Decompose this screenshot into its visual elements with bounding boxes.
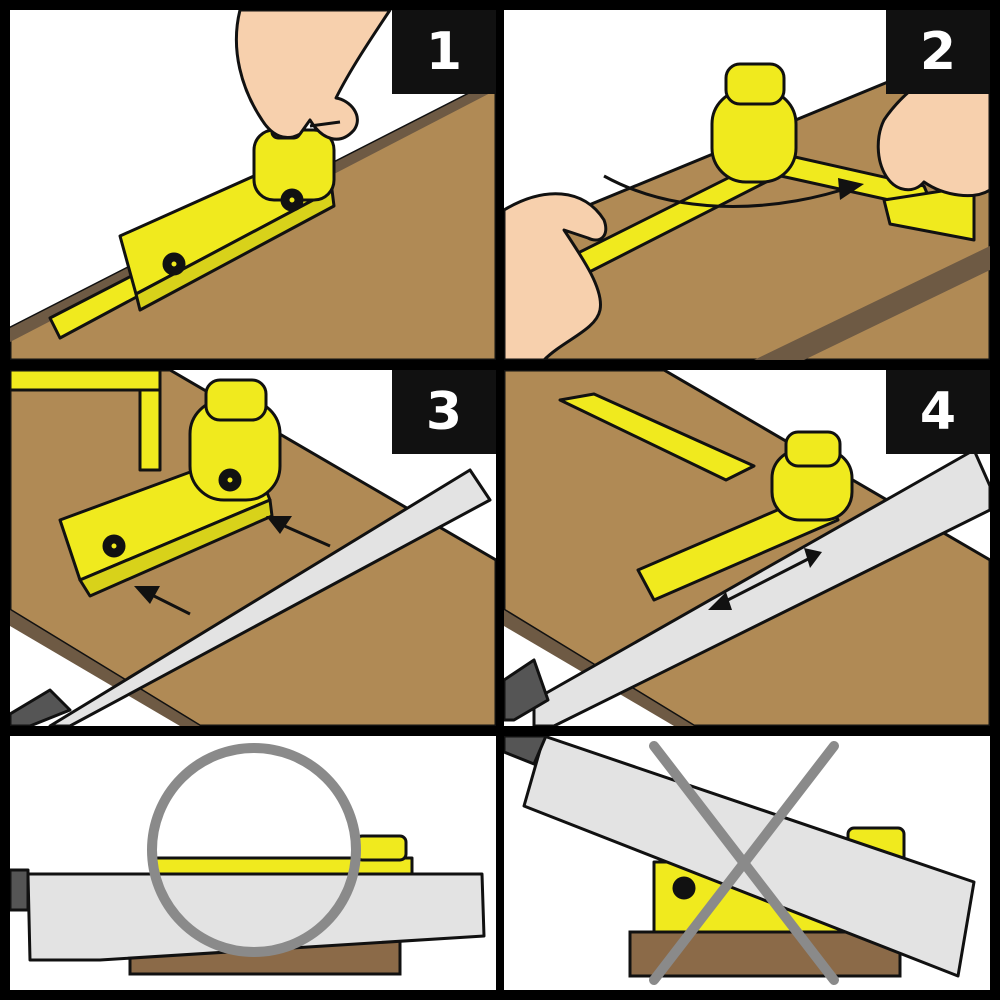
correct-position-illustration [10,743,486,976]
step-panel-4: 4 [504,370,990,726]
correct-position-panel [10,736,496,990]
guide-tool [538,62,976,294]
stroke-direction-line [715,554,815,608]
arrow-head-icon [804,548,822,568]
step-number-badge: 3 [392,370,496,454]
step-panel-2: 2 [504,10,990,360]
arrow-head-icon [134,586,160,604]
guide-tool [10,370,282,598]
wrong-position-panel [504,736,990,990]
arrow-head-icon [266,516,292,534]
step-number-badge: 1 [392,10,496,94]
step-1-illustration [10,10,496,360]
wrong-position-cross-icon [649,741,839,985]
guide-tool [152,834,414,876]
wrong-position-illustration [504,736,976,985]
saw-blade [10,468,492,726]
step-panel-3: 3 [10,370,496,726]
arrow-head-icon [708,592,732,610]
step-number-badge: 4 [886,370,990,454]
step-3-illustration [10,370,496,726]
wood-board-edge [10,610,200,726]
wood-board [10,370,496,726]
saw-blade [10,868,486,962]
step-4-illustration [504,370,990,726]
push-arrows [149,522,331,616]
step-panel-1: 1 [10,10,496,360]
wood-board-edge [754,246,990,360]
step-number-badge: 2 [886,10,990,94]
arrow-head-icon [838,178,864,200]
correct-position-circle-icon [147,743,361,957]
rotation-arrow [603,174,855,208]
wood-board [504,38,990,360]
hand-icon [234,10,392,141]
guide-tool [558,392,854,602]
